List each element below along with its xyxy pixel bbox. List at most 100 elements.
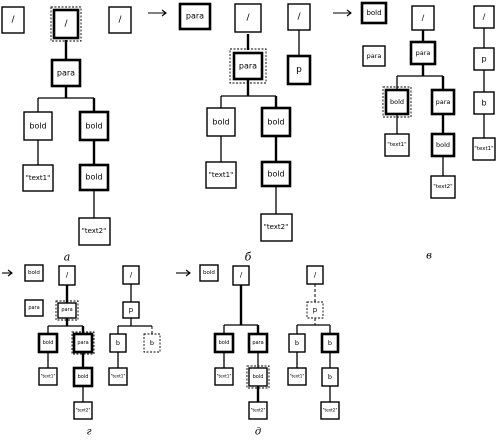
node-root-label: / [297,12,301,22]
node-para-box [247,332,269,354]
node-b-box [321,367,339,387]
node-bold-label: bold [212,118,229,127]
node-bold-box [78,163,110,192]
node-b-label: b [116,339,120,347]
panel-v: bold / / para para p bold para b "text1"… [360,1,496,262]
node-root-box [287,3,311,31]
node-bold-label: bold [43,340,54,346]
node-para-box [178,2,212,31]
node-text1-box [22,164,54,192]
node-bold-label: bold [390,98,404,106]
node-text2-label: "text2" [82,227,107,235]
node-root-box [122,265,140,285]
node-para-box [24,299,44,317]
node-text1-label: "text1" [217,374,232,379]
selection-marker [382,86,412,118]
node-b-box [473,91,495,115]
node-para-label: para [436,98,451,106]
node-b-box [320,332,340,354]
node-b-label: b [295,339,299,347]
arrow-g-to-d [176,269,191,277]
node-bold-box [78,110,110,142]
node-bold-label: bold [85,122,102,131]
node-p-box [286,54,312,86]
node-b-box [109,333,127,353]
node-b-label: b [150,339,154,347]
node-bold-label: bold [219,340,230,346]
node-text1-label: "text1" [290,374,305,379]
node-text1-box [205,161,237,189]
node-text2-box [320,401,340,420]
panel-b: para / / para p bold bold "text1" bold "… [178,2,312,264]
node-root-label: / [240,271,243,279]
node-text2-label: "text2" [433,184,452,190]
node-bold-label: bold [29,122,46,131]
node-bold-label: bold [203,270,215,276]
node-para-box [57,302,77,319]
node-root-label: / [118,15,122,25]
caption-a: а [64,251,71,264]
node-root-box [473,5,495,29]
panel-a: / / / para bold bold "text1" bold "text2… [1,6,132,264]
node-para-label: para [57,69,75,78]
arrow-b-to-v [333,9,352,17]
node-b-label: b [328,373,332,381]
selection-marker [246,365,270,389]
node-para-box [50,58,82,88]
node-text2-label: "text2" [264,223,289,231]
node-text1-label: "text1" [209,171,234,179]
node-text1-box [472,137,496,161]
selection-marker [71,331,95,355]
node-root-box [108,6,132,34]
node-para-label: para [239,62,257,71]
node-b-label: b [481,99,486,108]
node-para-label: para [186,12,204,21]
node-para-box [362,45,386,67]
node-bold-current-box [248,367,268,387]
node-b-label: b [328,339,332,347]
node-root-label: / [66,271,69,279]
node-p-placeholder-box [306,301,324,319]
node-text1-label: "text1" [111,374,126,379]
panel-g: bold / / para para p bold para b b "text… [24,264,161,438]
node-root-current-box [52,8,80,40]
node-root-box [234,3,262,33]
node-bold-label: bold [267,118,284,127]
node-b-box [288,333,306,353]
node-p-label: p [481,55,486,64]
node-root-label: / [11,15,15,25]
node-root-label: / [422,14,425,23]
node-bold-box [199,264,219,282]
selection-marker [55,300,79,321]
node-root-label: / [130,271,133,279]
node-text1-label: "text1" [26,174,51,182]
node-para-label: para [416,49,431,57]
node-bold-current-box [384,88,410,116]
node-bold-box [360,1,388,25]
caption-g: г [86,427,91,438]
node-text2-box [430,175,456,199]
caption-d: д [255,427,261,438]
arrow-into-g [2,269,13,277]
node-root-label: / [483,13,486,22]
node-text2-label: "text2" [323,408,338,413]
caption-b: б [245,251,252,264]
arrow-a-to-b [148,9,167,17]
node-bold-box [24,264,44,282]
node-root-label: / [314,271,317,279]
node-bold-box [206,107,236,137]
node-bold-box [72,366,94,388]
node-para-label: para [77,340,88,346]
node-para-box [409,40,437,66]
node-para-label: para [28,305,39,311]
node-para-label: para [252,340,263,346]
node-p-box [473,47,495,71]
node-bold-label: bold [28,270,40,276]
node-bold-box [37,332,59,354]
node-text2-label: "text2" [76,408,91,413]
node-p-label: p [129,306,134,314]
node-para-current-box [72,332,94,354]
node-bold-box [23,111,53,141]
node-text2-box [73,401,93,420]
